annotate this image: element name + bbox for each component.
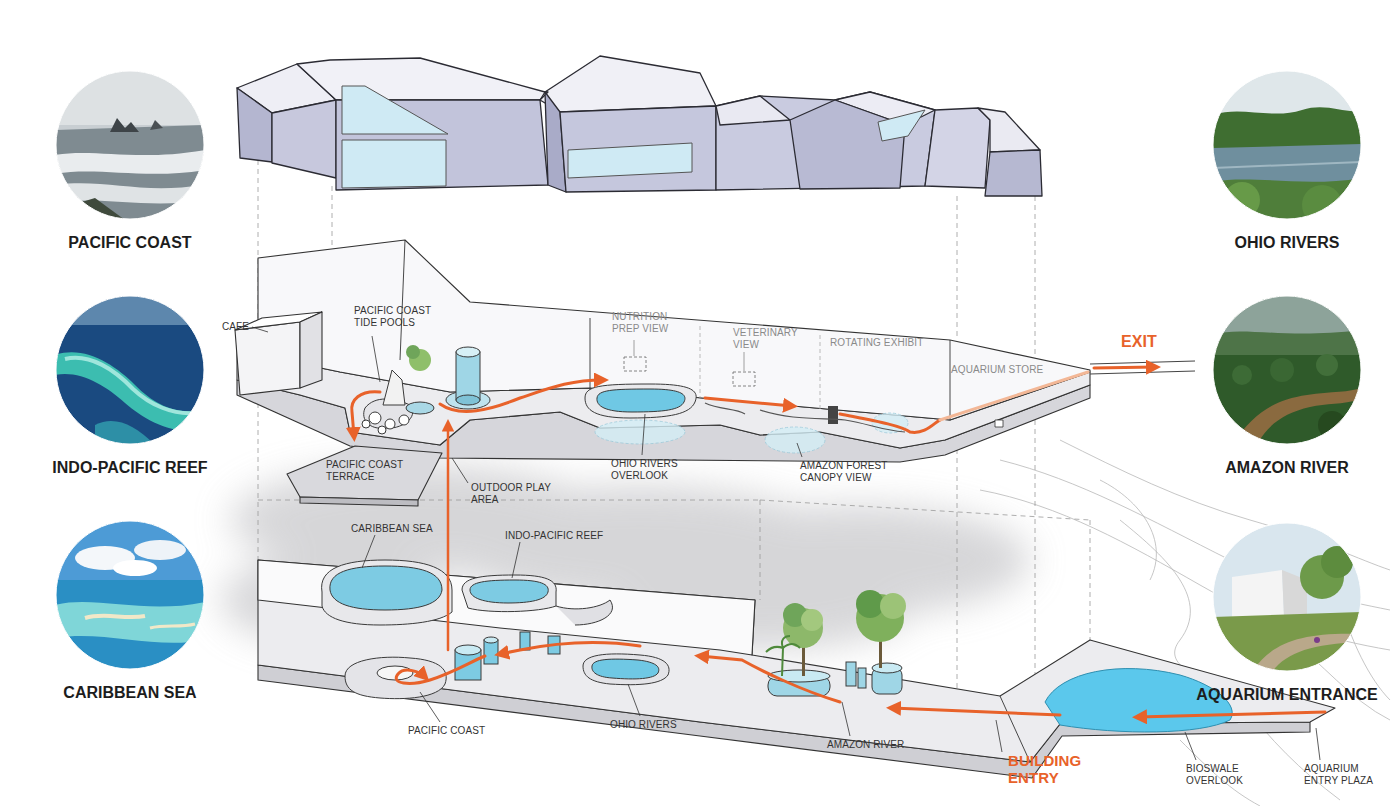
photo-heading: AQUARIUM ENTRANCE <box>1191 686 1383 704</box>
photo-circle <box>1212 522 1362 672</box>
upper-exhibits <box>362 345 1195 453</box>
photo-heading: PACIFIC COAST <box>40 234 220 252</box>
photo-heading: AMAZON RIVER <box>1197 459 1377 477</box>
area-label: CAFE <box>222 321 249 333</box>
upper-level-plan <box>235 240 1090 506</box>
lower-exhibits <box>322 560 1233 732</box>
photo-circle <box>55 520 205 670</box>
area-label: EXIT <box>1121 333 1157 351</box>
photo-circle <box>55 70 205 220</box>
area-label: CARIBBEAN SEA <box>351 523 433 535</box>
photo-circle <box>55 295 205 445</box>
photo-heading: INDO-PACIFIC REEF <box>40 459 220 477</box>
faceted-roof <box>237 56 1042 196</box>
area-label: OUTDOOR PLAY AREA <box>471 482 551 506</box>
area-label: NUTRITION PREP VIEW <box>612 311 688 335</box>
photo-node: AQUARIUM ENTRANCE <box>1191 522 1383 710</box>
area-label: PACIFIC COAST TIDE POOLS <box>354 305 444 329</box>
area-label: VETERINARY VIEW <box>733 327 805 351</box>
photo-node: INDO-PACIFIC REEF <box>40 295 220 483</box>
photo-heading: CARIBBEAN SEA <box>40 684 220 702</box>
photo-node: OHIO RIVERS <box>1197 70 1377 258</box>
visitor-route <box>352 367 1325 717</box>
area-label: PACIFIC COAST <box>408 725 485 737</box>
area-label: BIOSWALE OVERLOOK <box>1186 763 1256 787</box>
area-label: INDO-PACIFIC REEF <box>505 530 603 542</box>
photo-node: PACIFIC COAST <box>40 70 220 258</box>
area-label: OHIO RIVERS <box>610 719 677 731</box>
photo-circle <box>1212 295 1362 445</box>
area-label: PACIFIC COAST TERRACE <box>326 459 416 483</box>
area-label: ROTATING EXHIBIT <box>830 337 923 349</box>
photo-heading: OHIO RIVERS <box>1197 234 1377 252</box>
leader-lines <box>252 327 1320 760</box>
area-label: AQUARIUM ENTRY PLAZA <box>1304 763 1384 787</box>
area-label: AMAZON RIVER <box>827 739 904 751</box>
area-label: BUILDING ENTRY <box>1008 753 1092 786</box>
photo-node: CARIBBEAN SEA <box>40 520 220 708</box>
trees <box>766 590 906 676</box>
photo-circle <box>1212 70 1362 220</box>
area-label: AMAZON FOREST CANOPY VIEW <box>800 460 910 484</box>
area-label: OHIO RIVERS OVERLOOK <box>611 458 697 482</box>
photo-node: AMAZON RIVER <box>1197 295 1377 483</box>
lower-level-plan <box>258 560 1335 778</box>
area-label: AQUARIUM STORE <box>951 364 1043 376</box>
